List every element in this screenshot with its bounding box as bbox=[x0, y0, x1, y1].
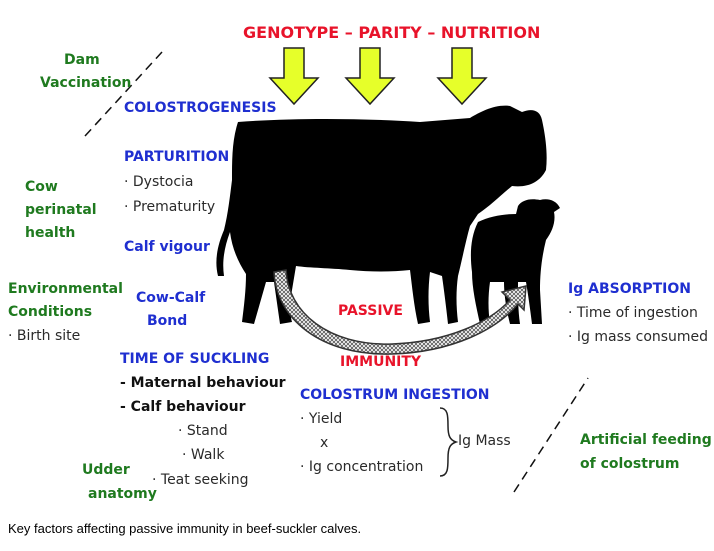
figure-caption: Key factors affecting passive immunity i… bbox=[8, 521, 362, 536]
times-symbol: x bbox=[320, 435, 329, 451]
calf-vigour-label: Calf vigour bbox=[124, 239, 210, 255]
environmental-line2: Conditions bbox=[8, 304, 93, 320]
parturition-label: PARTURITION bbox=[124, 149, 230, 165]
maternal-behaviour-item: - Maternal behaviour bbox=[120, 375, 286, 391]
dashed-divider-bottom-right bbox=[513, 377, 589, 493]
yellow-arrow-middle bbox=[344, 47, 396, 106]
dystocia-item: · Dystocia bbox=[124, 174, 194, 190]
yellow-arrow-left bbox=[268, 47, 320, 106]
diagram-title: GENOTYPE – PARITY – NUTRITION bbox=[243, 23, 541, 42]
dam-vaccination-line2: Vaccination bbox=[40, 75, 132, 91]
birth-site-item: · Birth site bbox=[8, 328, 81, 344]
udder-anatomy-line1: Udder bbox=[82, 462, 130, 478]
cow-calf-line1: Cow-Calf bbox=[136, 290, 206, 306]
passive-label: PASSIVE bbox=[338, 303, 403, 319]
passive-immunity-arrow bbox=[273, 269, 527, 355]
time-of-ingestion-item: · Time of ingestion bbox=[568, 305, 698, 321]
calf-silhouette bbox=[470, 199, 560, 324]
environmental-line1: Environmental bbox=[8, 281, 123, 297]
cow-calf-line2: Bond bbox=[147, 313, 188, 329]
ig-mass-brace bbox=[439, 407, 459, 477]
yield-item: · Yield bbox=[300, 411, 343, 427]
cow-silhouette bbox=[216, 105, 547, 324]
teat-seeking-item: · Teat seeking bbox=[152, 472, 249, 488]
colostrogenesis-label: COLOSTROGENESIS bbox=[124, 100, 277, 116]
udder-anatomy-line2: anatomy bbox=[88, 486, 157, 502]
calf-behaviour-item: - Calf behaviour bbox=[120, 399, 246, 415]
walk-item: · Walk bbox=[182, 447, 225, 463]
ig-absorption-label: Ig ABSORPTION bbox=[568, 281, 692, 297]
dam-vaccination-line1: Dam bbox=[64, 52, 100, 68]
immunity-label: IMMUNITY bbox=[340, 354, 422, 370]
ig-mass-label: Ig Mass bbox=[458, 433, 511, 449]
yellow-arrow-right bbox=[436, 47, 488, 106]
dashed-divider-top-left bbox=[84, 51, 163, 137]
artificial-feeding-line2: of colostrum bbox=[580, 456, 680, 472]
colostrum-ingestion-label: COLOSTRUM INGESTION bbox=[300, 387, 490, 403]
cow-perinatal-line2: perinatal bbox=[25, 202, 97, 218]
time-of-suckling-label: TIME OF SUCKLING bbox=[120, 351, 270, 367]
stand-item: · Stand bbox=[178, 423, 228, 439]
ig-mass-consumed-item: · Ig mass consumed bbox=[568, 329, 709, 345]
prematurity-item: · Prematurity bbox=[124, 199, 216, 215]
ig-concentration-item: · Ig concentration bbox=[300, 459, 424, 475]
artificial-feeding-line1: Artificial feeding bbox=[580, 432, 712, 448]
cow-perinatal-line3: health bbox=[25, 225, 76, 241]
cow-perinatal-line1: Cow bbox=[25, 179, 58, 195]
